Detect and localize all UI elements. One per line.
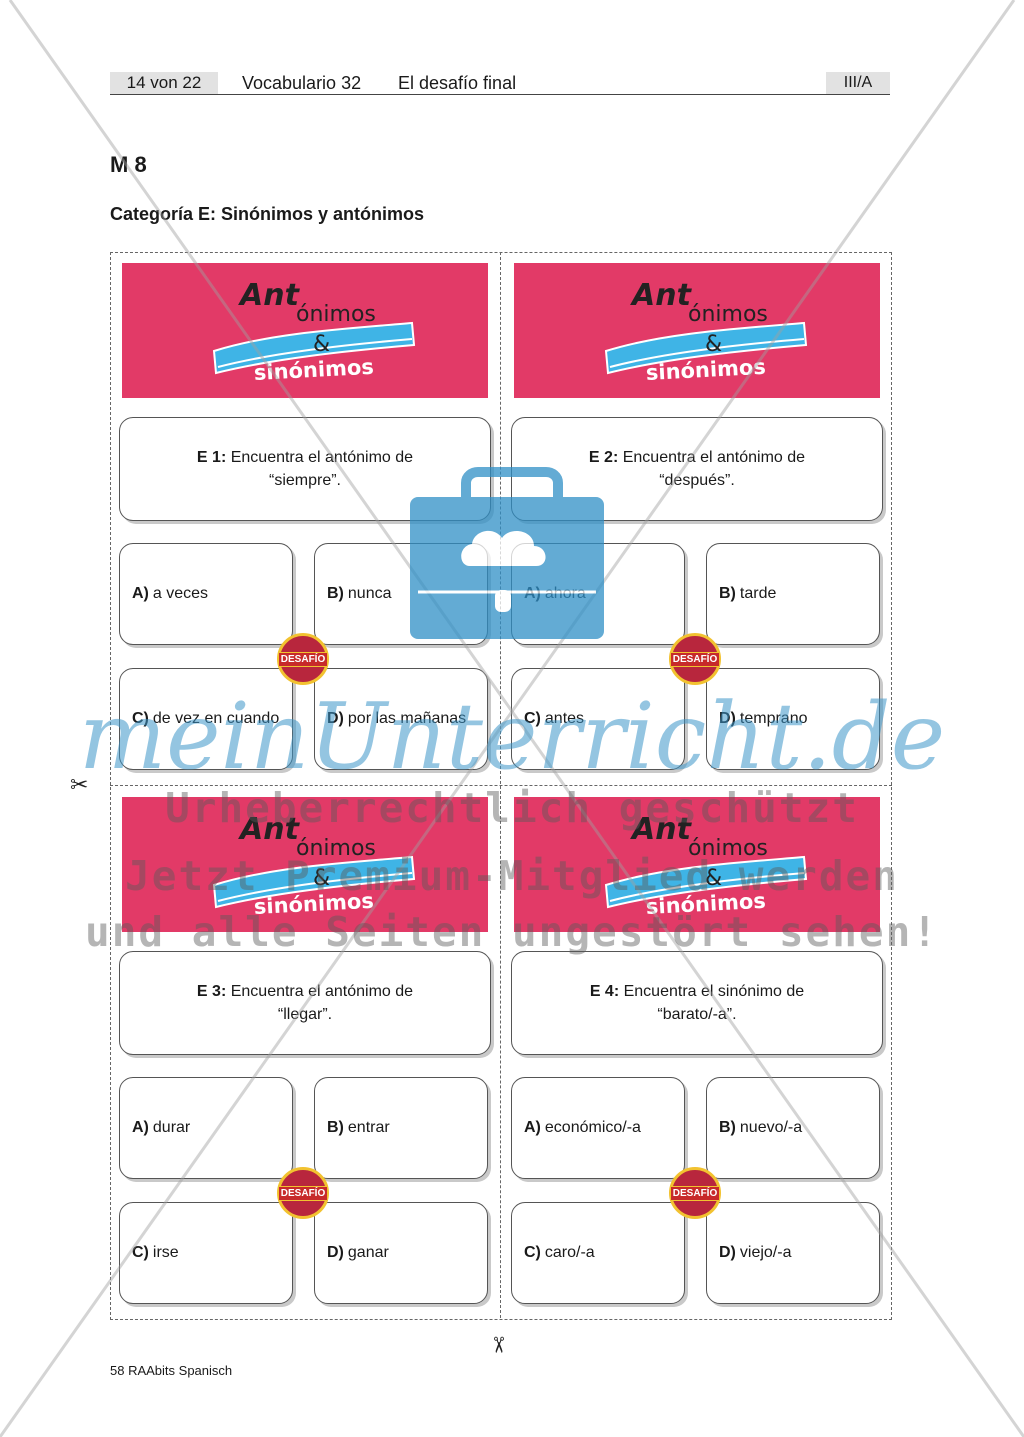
banner-word-bottom: sinónimos [645,355,766,385]
banner-graphic: Ant ónimos & sinónimos [604,278,808,385]
answer-b[interactable]: B)nuevo/-a [706,1077,880,1179]
question-word: “siempre”. [268,472,341,489]
question-text: Encuentra el antónimo de [622,449,806,466]
question-label: E 3: [196,983,227,1000]
desafio-badge: DESAFÍO [277,633,329,685]
header-level: III/A [826,72,890,94]
question-text: Encuentra el antónimo de [230,983,414,1000]
watermark-line-3: und alle Seiten ungestört sehen! [85,908,939,956]
question-word: “barato/-a”. [657,1006,737,1023]
scissors-icon: ✂ [486,1335,512,1355]
footer-text: 58 RAAbits Spanisch [110,1363,233,1378]
question-text: Encuentra el sinónimo de [623,983,805,1000]
banner-word-top: Ant [630,812,693,847]
banner-word-top: Ant [630,278,693,313]
desafio-badge: DESAFÍO [669,1167,721,1219]
answer-a[interactable]: A)ahora [511,543,685,645]
question-label: E 4: [589,983,620,1000]
answer-d[interactable]: D)por las mañanas [314,668,488,770]
question-word: “llegar”. [277,1006,333,1023]
banner-word-top-rest: ónimos [688,836,768,861]
card-e4: Ant ónimos & sinónimos E 4: Encuentra el… [502,786,892,1319]
answer-b[interactable]: B)tarde [706,543,880,645]
banner-ampersand: & [313,866,330,891]
horizontal-cut-line [110,785,892,786]
answer-d[interactable]: D)temprano [706,668,880,770]
answer-a[interactable]: A)durar [119,1077,293,1179]
desafio-badge-label: DESAFÍO [669,1185,721,1201]
antonimos-sinonimos-banner: Ant ónimos & sinónimos [514,263,880,398]
material-title: M 8 [110,152,147,177]
answer-a[interactable]: A)económico/-a [511,1077,685,1179]
category-title: Categoría E: Sinónimos y antónimos [110,204,425,224]
header-title: Vocabulario 32 [242,73,362,93]
scissors-icon: ✂ [70,772,89,797]
banner-word-top-rest: ónimos [296,836,376,861]
banner-word-top: Ant [238,278,301,313]
banner-word-bottom: sinónimos [253,355,374,385]
question-label: E 1: [196,449,227,466]
answer-b[interactable]: B)nunca [314,543,488,645]
banner-word-top: Ant [238,812,301,847]
question-box: E 4: Encuentra el sinónimo de “barato/-a… [511,951,883,1055]
desafio-badge-label: DESAFÍO [277,651,329,667]
header-subtitle: El desafío final [398,73,517,93]
answer-d[interactable]: D)viejo/-a [706,1202,880,1304]
banner-graphic: Ant ónimos & sinónimos [212,812,416,919]
answer-c[interactable]: C)antes [511,668,685,770]
desafio-badge-label: DESAFÍO [669,651,721,667]
question-box: E 2: Encuentra el antónimo de “después”. [511,417,883,521]
cut-sheet-border [110,252,892,1320]
banner-ampersand: & [313,332,330,357]
question-text: Encuentra el antónimo de [230,449,414,466]
banner-ampersand: & [705,332,722,357]
question-label: E 2: [588,449,619,466]
banner-graphic: Ant ónimos & sinónimos [604,812,808,919]
antonimos-sinonimos-banner: Ant ónimos & sinónimos [122,797,488,932]
question-box: E 1: Encuentra el antónimo de “siempre”. [119,417,491,521]
watermark-line-1: Urheberrechtlich geschützt [165,784,859,832]
banner-word-top-rest: ónimos [688,302,768,327]
answer-c[interactable]: C)irse [119,1202,293,1304]
card-e2: Ant ónimos & sinónimos E 2: Encuentra el… [502,252,892,785]
question-box: E 3: Encuentra el antónimo de “llegar”. [119,951,491,1055]
answer-b[interactable]: B)entrar [314,1077,488,1179]
banner-word-top-rest: ónimos [296,302,376,327]
watermark-line-2: Jetzt Premium-Mitglied werden [125,852,899,900]
banner-ampersand: & [705,866,722,891]
antonimos-sinonimos-banner: Ant ónimos & sinónimos [122,263,488,398]
page-number: 14 von 22 [110,72,218,94]
answer-d[interactable]: D)ganar [314,1202,488,1304]
desafio-badge-label: DESAFÍO [277,1185,329,1201]
answer-c[interactable]: C)de vez en cuando [119,668,293,770]
desafio-badge: DESAFÍO [277,1167,329,1219]
page-header: 14 von 22 Vocabulario 32 El desafío fina… [110,72,890,95]
answer-a[interactable]: A)a veces [119,543,293,645]
antonimos-sinonimos-banner: Ant ónimos & sinónimos [514,797,880,932]
answer-c[interactable]: C)caro/-a [511,1202,685,1304]
desafio-badge: DESAFÍO [669,633,721,685]
question-word: “después”. [659,472,735,489]
banner-graphic: Ant ónimos & sinónimos [212,278,416,385]
card-e1: Ant ónimos & sinónimos E 1: Encuentra el… [110,252,500,785]
card-e3: Ant ónimos & sinónimos E 3: Encuentra el… [110,786,500,1319]
